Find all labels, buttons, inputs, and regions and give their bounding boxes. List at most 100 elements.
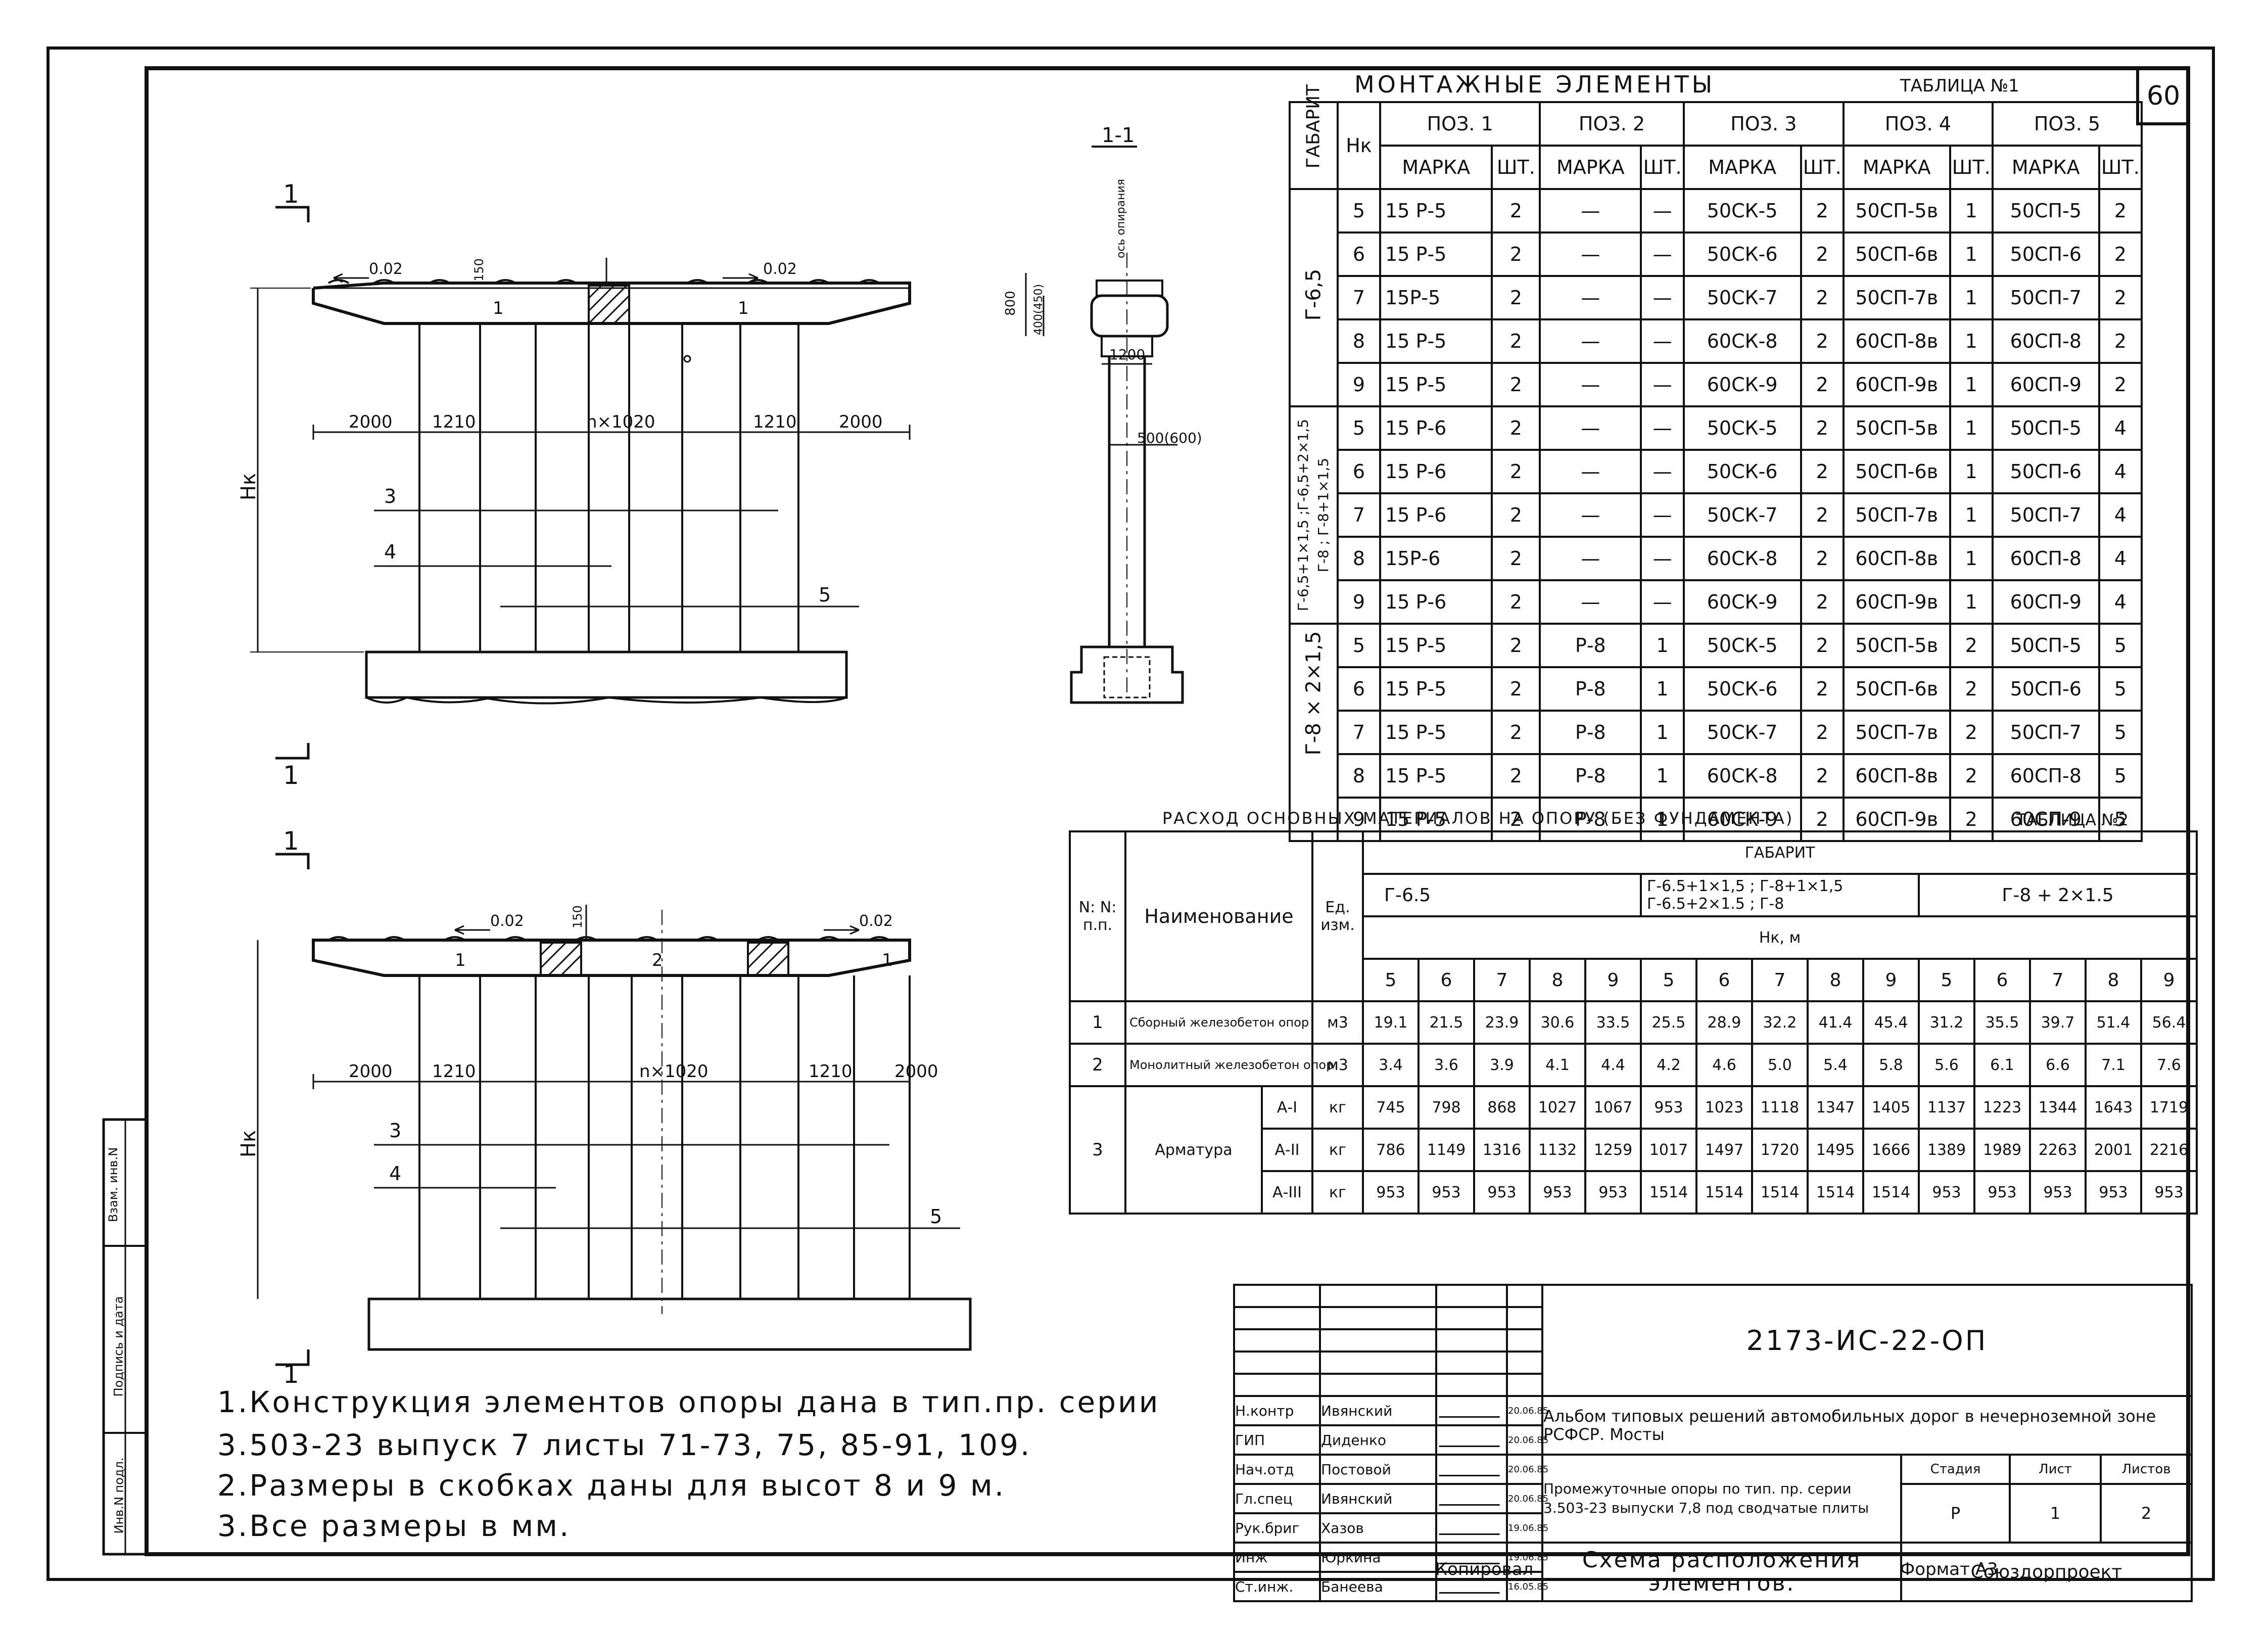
- t1-cell: 15 Р-5: [1379, 318, 1493, 364]
- t1-cell: 2: [1800, 362, 1845, 407]
- t1-cell: —: [1640, 449, 1685, 494]
- t1-cell: 50СП-6в: [1842, 666, 1951, 712]
- t1-cell: 50СК-6: [1682, 666, 1802, 712]
- stamp-signature: [1435, 1571, 1508, 1602]
- stamp-date: 20.06.85: [1506, 1424, 1548, 1456]
- t1-cell: 1: [1640, 623, 1685, 668]
- t2-cell: 1344: [2029, 1085, 2087, 1130]
- slope-right-label: 0.02: [763, 260, 797, 278]
- t2-cell: 6.1: [1973, 1043, 2031, 1087]
- t1-cell: 5: [1336, 188, 1382, 234]
- t1-cell: 15 Р-6: [1379, 449, 1493, 494]
- section-mark-bottom: 1: [283, 761, 299, 790]
- stamp-sheets-value: 2: [2100, 1483, 2193, 1544]
- t2-cell: 1259: [1584, 1128, 1642, 1172]
- stamp-signature: [1435, 1542, 1508, 1573]
- t1-cell: 2: [1491, 753, 1541, 799]
- t1-header-pos5: ПОЗ. 5: [1991, 101, 2143, 147]
- t1-cell: 15Р-6: [1379, 536, 1493, 581]
- t1-cell: 60СП-8в: [1842, 536, 1951, 581]
- t1-cell: 1: [1949, 231, 1994, 277]
- table1-title: МОНТАЖНЫЕ ЭЛЕМЕНТЫ: [1354, 71, 1716, 98]
- t1-cell: 50СП-5: [1991, 188, 2100, 234]
- t2-cell: 25.5: [1640, 1000, 1697, 1045]
- t2-cell: 953: [1918, 1170, 1975, 1215]
- t2-row-unit: м3: [1311, 1000, 1364, 1045]
- t1-sub-qty: ШТ.: [1491, 145, 1541, 190]
- t1-header-gabarit: ГАБАРИТ: [1289, 84, 1339, 190]
- side-stamp-replaced: Взам. инв.N: [106, 1147, 121, 1223]
- t1-cell: 50СК-6: [1682, 231, 1802, 277]
- t2-cell: 1347: [1807, 1085, 1864, 1130]
- t2-cell: 4.1: [1529, 1043, 1586, 1087]
- stamp-name: Банеева: [1319, 1571, 1437, 1602]
- t1-cell: 2: [1800, 405, 1845, 451]
- stamp-date: 20.06.85: [1506, 1395, 1548, 1426]
- t1-cell: 1: [1640, 710, 1685, 755]
- t2-cell: 1132: [1529, 1128, 1586, 1172]
- t1-sub-mark: МАРКА: [1991, 145, 2100, 190]
- album-title: Альбом типовых решений автомобильных дор…: [1541, 1395, 2193, 1456]
- t1-cell: 50СП-7: [1991, 275, 2100, 320]
- t2-cell: 3.4: [1362, 1043, 1420, 1087]
- dim-1210-left: 1210: [432, 412, 476, 432]
- stamp-signature: [1435, 1483, 1508, 1514]
- t1-cell: 50СП-7в: [1842, 275, 1951, 320]
- side-dim-500: 500(600): [1137, 430, 1202, 446]
- side-dim-800: 800: [1003, 291, 1018, 316]
- t2-cell: 3.6: [1418, 1043, 1475, 1087]
- t1-cell: 2: [1491, 710, 1541, 755]
- t2-cell: 786: [1362, 1128, 1420, 1172]
- t2-cell: 32.2: [1751, 1000, 1809, 1045]
- t1-cell: 15 Р-5: [1379, 623, 1493, 668]
- t2-cell: 28.9: [1695, 1000, 1753, 1045]
- front-view-lower: [257, 853, 972, 1366]
- t2-cell: 745: [1362, 1085, 1420, 1130]
- t2-cell: 2001: [2085, 1128, 2142, 1172]
- t1-cell: 9: [1336, 579, 1382, 625]
- t1-cell: 60СП-9: [1991, 579, 2100, 625]
- stamp-name: Постовой: [1319, 1454, 1437, 1485]
- t2-cell: 1137: [1918, 1085, 1975, 1130]
- t2-cell: 1149: [1418, 1128, 1475, 1172]
- t2-cell: 953: [2140, 1170, 2198, 1215]
- t1-cell: 2: [1800, 318, 1845, 364]
- hk-dimension-lower: Нк: [237, 1130, 261, 1158]
- t1-cell: 60СП-8: [1991, 753, 2100, 799]
- t2-cell: 868: [1473, 1085, 1531, 1130]
- stamp-role: Инж: [1233, 1542, 1321, 1573]
- t1-cell: 60СП-8в: [1842, 318, 1951, 364]
- t2-cell: 19.1: [1362, 1000, 1420, 1045]
- t2-hk-value: 7: [1751, 958, 1809, 1002]
- t2-cell: 4.6: [1695, 1043, 1753, 1087]
- t1-row: Г-6,5+1×1,5 ;Г-6,5+2×1,5 Г-8 ; Г-8+1×1,5…: [1289, 405, 2143, 625]
- stamp-name: Хазов: [1319, 1512, 1437, 1544]
- t1-cell: 2: [1491, 318, 1541, 364]
- t1-cell: 8: [1336, 753, 1382, 799]
- stamp-role: Гл.спец: [1233, 1483, 1321, 1514]
- signature-mark: [1439, 1433, 1504, 1447]
- t2-cell: 1495: [1807, 1128, 1864, 1172]
- t2-cell: 3.9: [1473, 1043, 1531, 1087]
- t1-cell: 50СП-5в: [1842, 623, 1951, 668]
- t2-hk-value: 6: [1695, 958, 1753, 1002]
- t1-sub-mark: МАРКА: [1682, 145, 1802, 190]
- t1-cell: 60СК-9: [1682, 362, 1802, 407]
- side-axis-label: ось опирания: [1115, 178, 1128, 259]
- dim-1210-left-lower: 1210: [432, 1061, 476, 1082]
- stamp-role: ГИП: [1233, 1424, 1321, 1456]
- pos-label-lower-2: 2: [652, 950, 663, 970]
- t1-cell: 2: [1491, 623, 1541, 668]
- t2-cell: 41.4: [1807, 1000, 1864, 1045]
- t1-cell: 2: [1800, 231, 1845, 277]
- t1-cell: 15 Р-5: [1379, 362, 1493, 407]
- t2-hk-value: 7: [1473, 958, 1531, 1002]
